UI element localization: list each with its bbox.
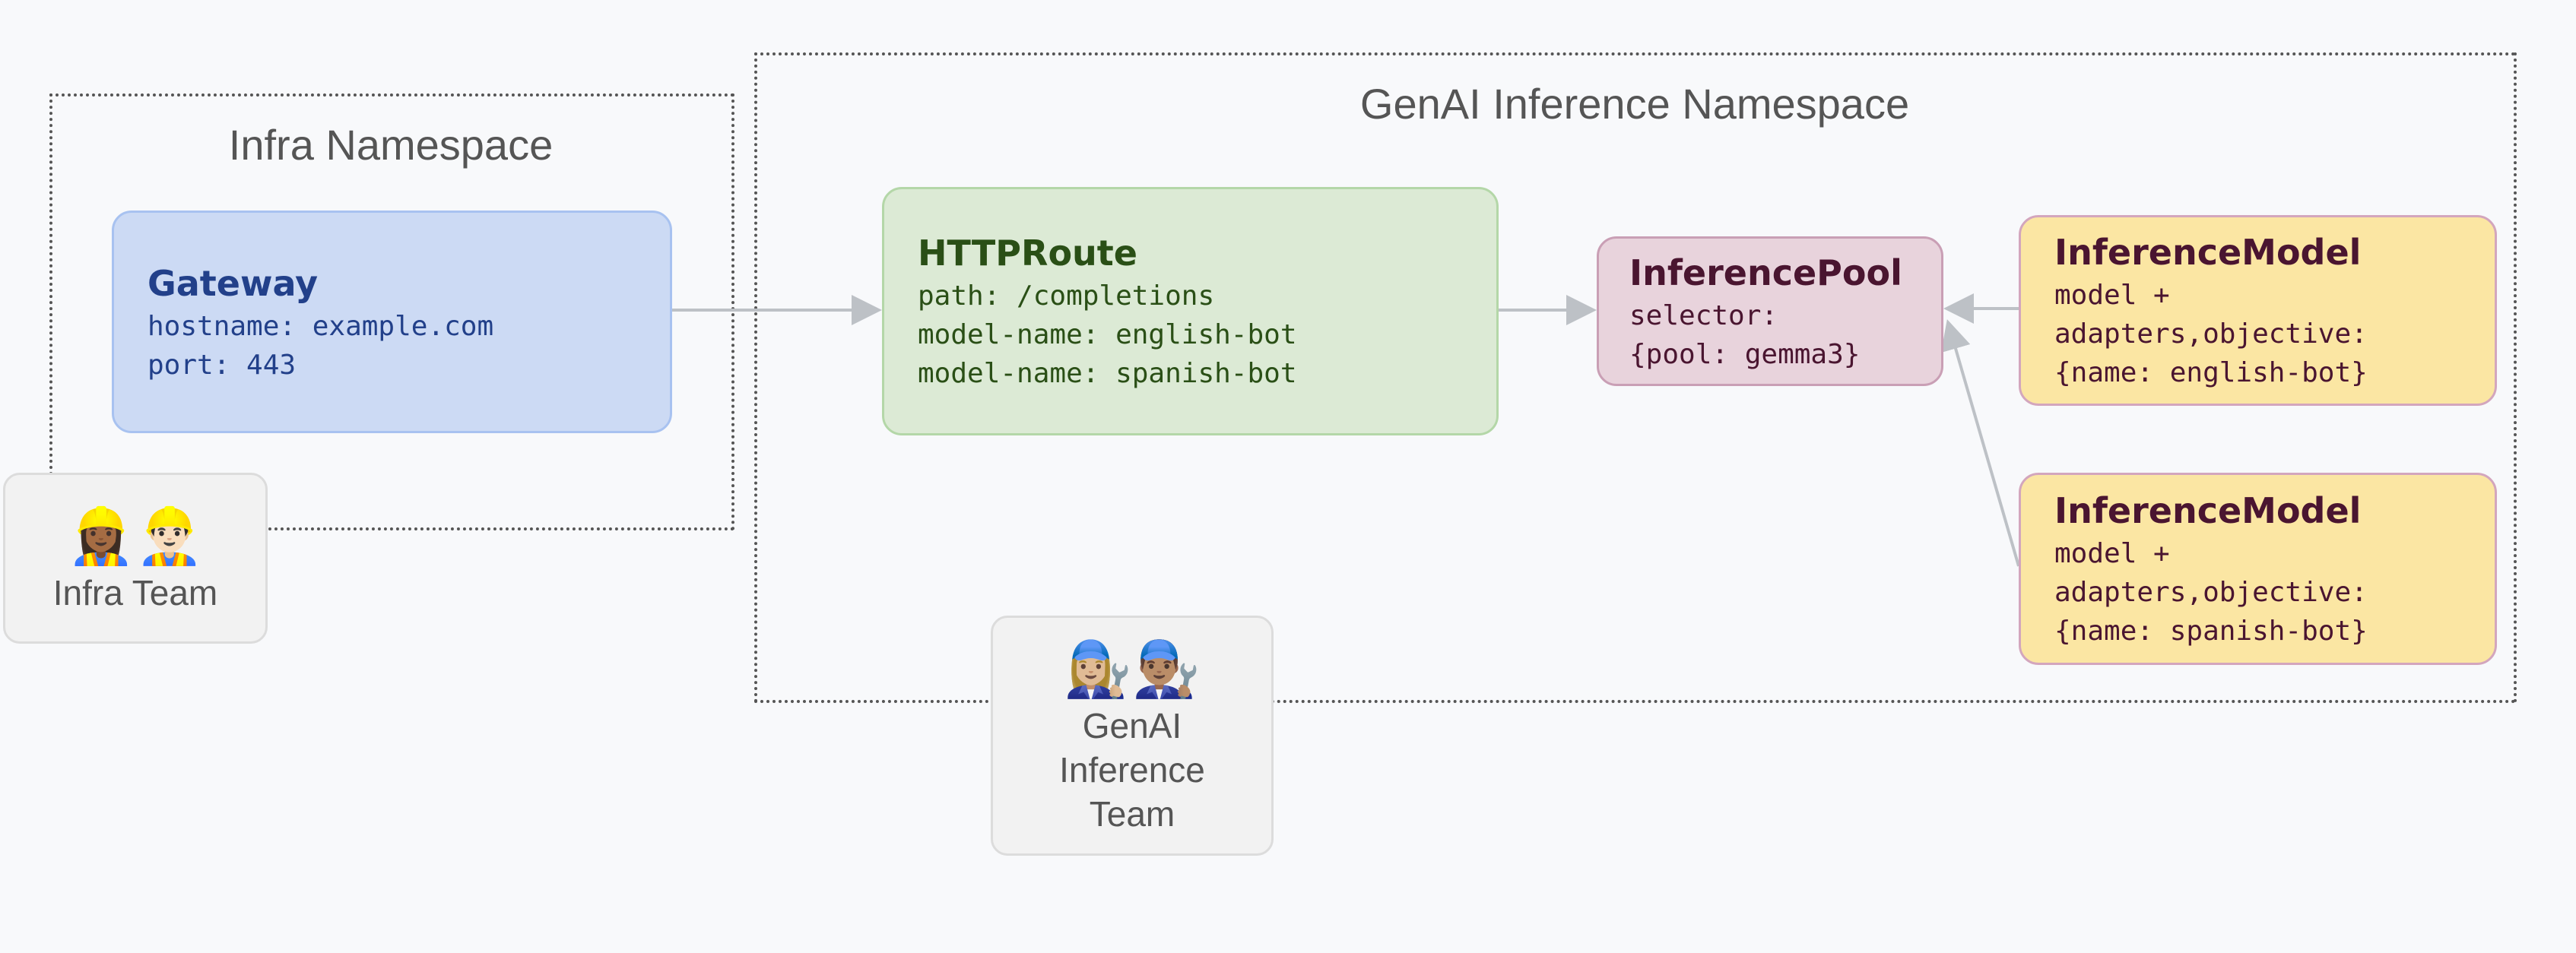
inference-model-line: adapters,objective:	[2054, 577, 2368, 608]
infra-namespace-title: Infra Namespace	[228, 121, 554, 169]
genai-namespace-title: GenAI Inference Namespace	[1359, 80, 1910, 128]
genai-team-label-line: GenAI	[1082, 706, 1182, 746]
inference-model-line: model +	[2054, 280, 2170, 311]
genai-team-label-line: Inference	[1059, 750, 1205, 790]
gateway-hostname: hostname: example.com	[148, 310, 494, 342]
httproute-model-spanish: model-name: spanish-bot	[918, 358, 1297, 389]
inference-pool-title: InferencePool	[1629, 252, 1902, 293]
construction-worker-icon: 👷🏾‍♀️👷🏻‍♂️	[67, 505, 204, 567]
httproute-title: HTTPRoute	[918, 233, 1137, 274]
infra-namespace-boundary	[49, 93, 734, 530]
gateway-node[interactable]: Gateway hostname: example.com port: 443	[112, 211, 672, 433]
gateway-port: port: 443	[148, 349, 297, 381]
genai-team-card: 👩🏼‍🔧👨🏽‍🔧 GenAI Inference Team	[991, 616, 1274, 856]
inference-model-spanish-node[interactable]: InferenceModel model + adapters,objectiv…	[2019, 473, 2497, 665]
inference-model-title: InferenceModel	[2054, 232, 2362, 273]
inference-pool-selector-value: {pool: gemma3}	[1629, 338, 1861, 370]
inference-pool-selector: selector:	[1629, 299, 1778, 331]
inference-model-line: adapters,objective:	[2054, 318, 2368, 350]
httproute-node[interactable]: HTTPRoute path: /completions model-name:…	[882, 187, 1499, 435]
inference-pool-node[interactable]: InferencePool selector: {pool: gemma3}	[1597, 236, 1943, 386]
inference-model-english-node[interactable]: InferenceModel model + adapters,objectiv…	[2019, 215, 2497, 406]
arrow-model2-to-pool	[1940, 319, 2020, 567]
inference-model-name: {name: english-bot}	[2054, 357, 2368, 388]
inference-model-line: model +	[2054, 538, 2170, 569]
genai-namespace-boundary	[754, 52, 2517, 703]
inference-model-title: InferenceModel	[2054, 490, 2362, 531]
gateway-title: Gateway	[148, 262, 319, 304]
httproute-model-english: model-name: english-bot	[918, 319, 1297, 350]
genai-team-label-line: Team	[1089, 794, 1175, 834]
mechanic-icon: 👩🏼‍🔧👨🏽‍🔧	[1064, 639, 1201, 700]
infra-team-label: Infra Team	[52, 572, 218, 613]
inference-model-name: {name: spanish-bot}	[2054, 616, 2368, 647]
httproute-path: path: /completions	[918, 280, 1215, 312]
infra-team-card: 👷🏾‍♀️👷🏻‍♂️ Infra Team	[3, 473, 268, 644]
